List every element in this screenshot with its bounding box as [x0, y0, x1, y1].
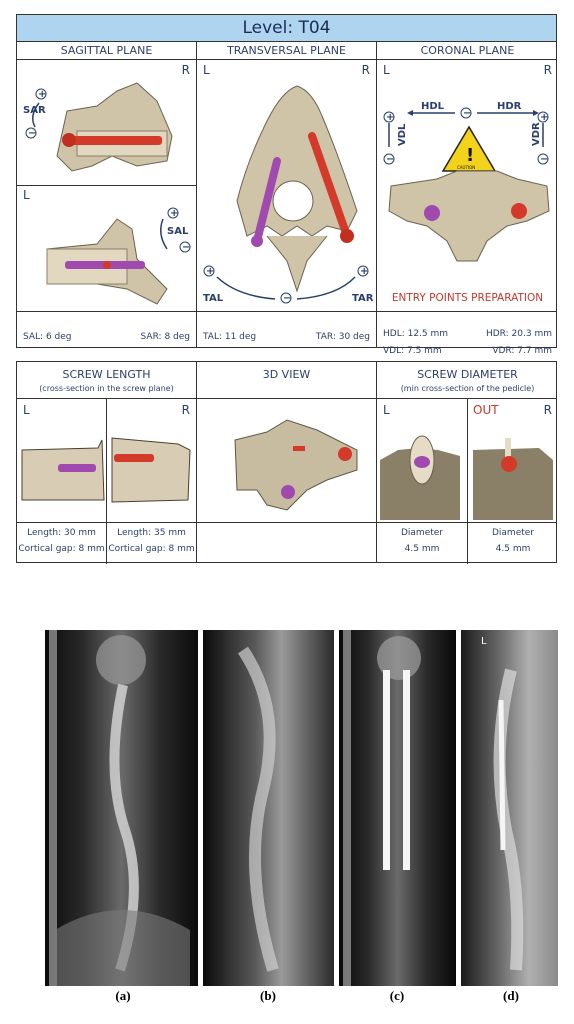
- left-diameter-label: Diameter: [400, 528, 444, 538]
- planning-panel-bottom: SCREW LENGTH (cross-section in the screw…: [16, 361, 558, 564]
- right-gap: Cortical gap: 8 mm: [108, 544, 195, 554]
- diameter-right-render: [473, 438, 553, 520]
- out-warning: OUT: [473, 403, 499, 417]
- coronal-section: CORONAL PLANE L R − HDL HDR + − VDL +: [377, 41, 558, 356]
- vdr-label: VDR: [531, 122, 542, 146]
- sar-value: SAR: 8 deg: [140, 332, 190, 342]
- level-title: Level: T04: [17, 15, 556, 42]
- hdr-label: HDR: [497, 101, 522, 112]
- caption-d: (d): [503, 988, 519, 1003]
- right-diameter-label: Diameter: [491, 528, 535, 538]
- sar-label: SAR: [23, 105, 46, 116]
- length-r-label: R: [181, 403, 190, 417]
- screw-diameter-section: SCREW DIAMETER (min cross-section of the…: [377, 362, 558, 564]
- caution-icon: ! CAUTION: [441, 125, 497, 172]
- red-screw: [67, 136, 162, 145]
- diameter-left-render: [380, 435, 460, 520]
- length-left-render: [21, 439, 105, 501]
- right-diameter-value: 4.5 mm: [495, 544, 531, 554]
- transversal-r-label: R: [361, 63, 370, 77]
- xray-d-marker: L: [481, 636, 487, 647]
- svg-text:−: −: [28, 128, 36, 139]
- vertebra-bone: [56, 82, 173, 172]
- hdl-value: HDL: 12.5 mm: [383, 329, 449, 339]
- diameter-l-label: L: [383, 403, 390, 417]
- right-length: Length: 35 mm: [117, 528, 186, 538]
- tar-value: TAR: 30 deg: [315, 332, 370, 342]
- sagittal-top-render: + − SAR: [23, 82, 173, 172]
- svg-text:CAUTION: CAUTION: [457, 165, 475, 170]
- planning-panel-top: Level: T04 SAGITTAL PLANE R L + − SAR +: [16, 14, 558, 356]
- coronal-render: − HDL HDR + − VDL + − VDR ! CAUTI: [383, 101, 550, 262]
- tal-label: TAL: [203, 293, 224, 304]
- sal-control[interactable]: + − SAL: [160, 207, 191, 253]
- svg-text:−: −: [386, 154, 394, 165]
- screw-length-title: SCREW LENGTH: [62, 368, 151, 381]
- svg-text:+: +: [540, 112, 548, 123]
- vdl-label: VDL: [397, 123, 408, 146]
- left-diameter-value: 4.5 mm: [404, 544, 440, 554]
- screw-diameter-title: SCREW DIAMETER: [417, 368, 518, 381]
- svg-text:−: −: [540, 154, 548, 165]
- length-l-label: L: [23, 403, 30, 417]
- screw-length-section: SCREW LENGTH (cross-section in the screw…: [17, 362, 196, 564]
- tal-control[interactable]: + − TAL: [203, 265, 292, 304]
- left-length: Length: 30 mm: [27, 528, 96, 538]
- svg-text:+: +: [38, 89, 46, 100]
- view3d-title: 3D VIEW: [262, 368, 311, 381]
- left-gap: Cortical gap: 8 mm: [18, 544, 105, 554]
- vdr-value: VDR: 7.7 mm: [492, 346, 552, 356]
- tar-label: TAR: [352, 293, 374, 304]
- caption-a: (a): [115, 988, 131, 1003]
- xray-d: L: [461, 630, 558, 986]
- sagittal-title: SAGITTAL PLANE: [60, 44, 153, 57]
- view3d-render: [234, 419, 358, 511]
- coronal-title: CORONAL PLANE: [420, 44, 515, 57]
- svg-text:+: +: [386, 112, 394, 123]
- entry-points-text: ENTRY POINTS PREPARATION: [391, 292, 544, 304]
- screw-length-subtitle: (cross-section in the screw plane): [39, 384, 174, 393]
- transversal-render: + − TAL + TAR: [203, 85, 374, 304]
- sagittal-bottom-render: + − SAL: [46, 207, 191, 305]
- xray-b: [203, 630, 334, 986]
- svg-text:+: +: [170, 208, 178, 219]
- vdr-control[interactable]: + − VDR: [531, 111, 549, 165]
- caption-c: (c): [389, 988, 405, 1003]
- transversal-l-label: L: [203, 63, 210, 77]
- svg-text:+: +: [360, 266, 368, 277]
- view3d-section[interactable]: 3D VIEW: [197, 362, 376, 564]
- caption-b: (b): [260, 988, 276, 1003]
- hdl-label: HDL: [421, 101, 445, 112]
- sagittal-l-label: L: [23, 188, 30, 202]
- sal-label: SAL: [167, 226, 189, 237]
- xray-a: [45, 630, 198, 986]
- coronal-r-label: R: [543, 63, 552, 77]
- hdr-value: HDR: 20.3 mm: [485, 329, 552, 339]
- sagittal-r-label: R: [181, 63, 190, 77]
- tal-value: TAL: 11 deg: [203, 332, 257, 342]
- svg-text:−: −: [283, 293, 291, 304]
- sagittal-section: SAGITTAL PLANE R L + − SAR + − SAL: [17, 41, 196, 349]
- vdl-value: VDL: 7.5 mm: [383, 346, 442, 356]
- coronal-l-label: L: [383, 63, 390, 77]
- svg-text:−: −: [182, 242, 190, 253]
- diameter-r-label: R: [543, 403, 552, 417]
- svg-text:+: +: [206, 266, 214, 277]
- transversal-title: TRANSVERSAL PLANE: [227, 44, 346, 57]
- vdl-control[interactable]: + − VDL: [383, 111, 408, 165]
- screw-diameter-subtitle: (min cross-section of the pedicle): [400, 384, 535, 393]
- sal-value: SAL: 6 deg: [23, 332, 72, 342]
- sar-control[interactable]: + − SAR: [23, 88, 47, 139]
- length-right-render: [111, 437, 191, 503]
- tar-control[interactable]: + TAR: [296, 265, 374, 304]
- transversal-section: TRANSVERSAL PLANE L R + − TAL + TAR TAL:…: [197, 41, 376, 349]
- svg-text:−: −: [463, 108, 471, 119]
- hdl-hdr-controls[interactable]: − HDL HDR: [407, 101, 539, 119]
- svg-text:!: !: [466, 145, 474, 166]
- xray-c: [339, 630, 456, 986]
